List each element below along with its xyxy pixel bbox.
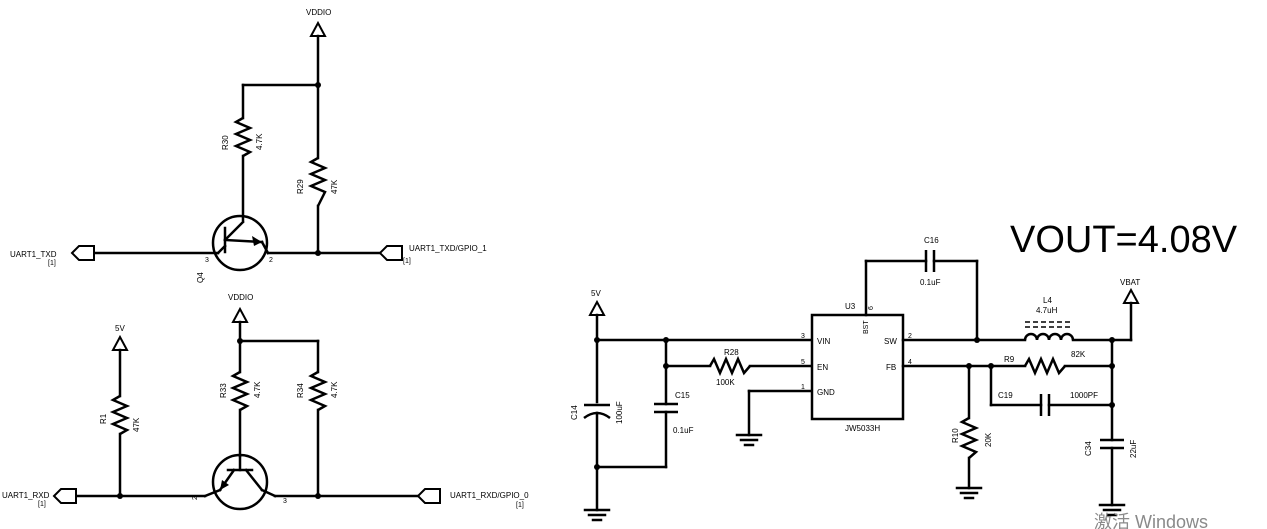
r28-resistor	[708, 355, 751, 377]
u3-pin-gnd: GND	[817, 388, 835, 397]
c15-ref: C15	[675, 391, 690, 400]
c34-ref: C34	[1084, 441, 1093, 456]
port-uart1-txd-gpio1	[378, 245, 403, 261]
vout-label: VOUT=4.08V	[1010, 219, 1238, 261]
r34-value: 4.7K	[330, 381, 339, 398]
r34-ref: R34	[296, 383, 305, 398]
r9-resistor	[1023, 355, 1066, 377]
c16-ref: C16	[924, 236, 939, 245]
r10-ref: R10	[951, 428, 960, 443]
r10-resistor	[958, 416, 980, 459]
port-uart1-txd-gpio1-label: UART1_TXD/GPIO_1	[409, 244, 487, 253]
port-uart1-rxd-gpio0	[416, 488, 441, 504]
c14-value: 100uF	[615, 401, 624, 424]
q4-pin2: 2	[269, 257, 273, 264]
r29-value: 47K	[330, 179, 339, 194]
r33-resistor	[229, 370, 251, 412]
r34-resistor	[307, 370, 329, 412]
r9-value: 82K	[1071, 350, 1086, 359]
c19-value: 1000PF	[1070, 391, 1098, 400]
q4-transistor	[211, 214, 269, 272]
r1-ref: R1	[99, 413, 108, 424]
u3-pin-sw: SW	[884, 337, 897, 346]
r28-ref: R28	[724, 348, 739, 357]
port-uart1-rxd-gpio0-sheet: [1]	[516, 502, 524, 509]
port-uart1-rxd	[52, 488, 77, 504]
r29-resistor	[307, 156, 329, 207]
windows-activation-watermark: 激活 Windows	[1094, 512, 1208, 529]
port-uart1-txd-label: UART1_TXD	[10, 250, 57, 259]
u3-pinnum-vin: 3	[801, 333, 805, 340]
u3-ref: U3	[845, 302, 856, 311]
port-uart1-rxd-label: UART1_RXD	[2, 491, 50, 500]
c16-value: 0.1uF	[920, 278, 941, 287]
q4-ref: Q4	[196, 272, 205, 283]
c34-value: 22uF	[1129, 440, 1138, 458]
r1-value: 47K	[132, 417, 141, 432]
r30-ref: R30	[221, 135, 230, 150]
u3-pin-vin: VIN	[817, 337, 831, 346]
port-uart1-rxd-gpio0-label: UART1_RXD/GPIO_0	[450, 491, 529, 500]
power-5v-arrow-right	[588, 299, 606, 316]
l4-inductor	[1023, 332, 1075, 341]
r30-resistor	[232, 116, 254, 158]
u3-pinnum-bst: 6	[868, 306, 875, 310]
q-rxd-pin2: 2	[192, 496, 199, 500]
r10-value: 20K	[984, 432, 993, 447]
port-uart1-txd-sheet: [1]	[48, 260, 56, 267]
c15-value: 0.1uF	[673, 426, 694, 435]
u3-ic	[810, 313, 905, 421]
u3-pin-fb: FB	[886, 363, 896, 372]
r1-resistor	[109, 394, 131, 436]
r30-value: 4.7K	[255, 133, 264, 150]
vddio-power-arrow-top	[309, 20, 327, 37]
port-uart1-rxd-sheet: [1]	[38, 501, 46, 508]
txd-level-shifter: VDDIO R30 4.7K R29 47K 3 2 Q4 UART	[10, 8, 487, 283]
r28-value: 100K	[716, 378, 735, 387]
c19-ref: C19	[998, 391, 1013, 400]
port-uart1-txd	[70, 245, 95, 261]
u3-pin-en: EN	[817, 363, 828, 372]
r33-ref: R33	[219, 383, 228, 398]
u3-pinnum-en: 5	[801, 359, 805, 366]
vddio-label-bottom: VDDIO	[228, 293, 253, 302]
vddio-power-arrow-bottom	[231, 306, 249, 323]
l4-value: 4.7uH	[1036, 306, 1058, 315]
u3-pinnum-sw: 2	[908, 333, 912, 340]
rail-5v-label-right: 5V	[591, 289, 601, 298]
l4-ref: L4	[1043, 296, 1052, 305]
u3-part: JW5033H	[845, 424, 880, 433]
vbat-label: VBAT	[1120, 278, 1140, 287]
buck-regulator: VOUT=4.08V 5V C14 100uF C15 0.1uF R28	[570, 219, 1238, 522]
power-5v-arrow-left	[111, 334, 129, 351]
port-uart1-txd-gpio1-sheet: [1]	[403, 258, 411, 265]
u3-pinnum-fb: 4	[908, 359, 912, 366]
u3-pinnum-gnd: 1	[801, 384, 805, 391]
rxd-level-shifter: VDDIO R33 4.7K R34 4.7K 5V R1 47K	[2, 293, 529, 511]
r9-ref: R9	[1004, 355, 1015, 364]
vbat-power-arrow	[1122, 287, 1140, 304]
q-rxd-pin3: 3	[283, 498, 287, 505]
c14-ref: C14	[570, 405, 579, 420]
r33-value: 4.7K	[253, 381, 262, 398]
r29-ref: R29	[296, 179, 305, 194]
rail-5v-label-left: 5V	[115, 324, 125, 333]
u3-pin-bst: BST	[863, 320, 870, 334]
vddio-label-top: VDDIO	[306, 8, 331, 17]
q4-pin3: 3	[205, 257, 209, 264]
